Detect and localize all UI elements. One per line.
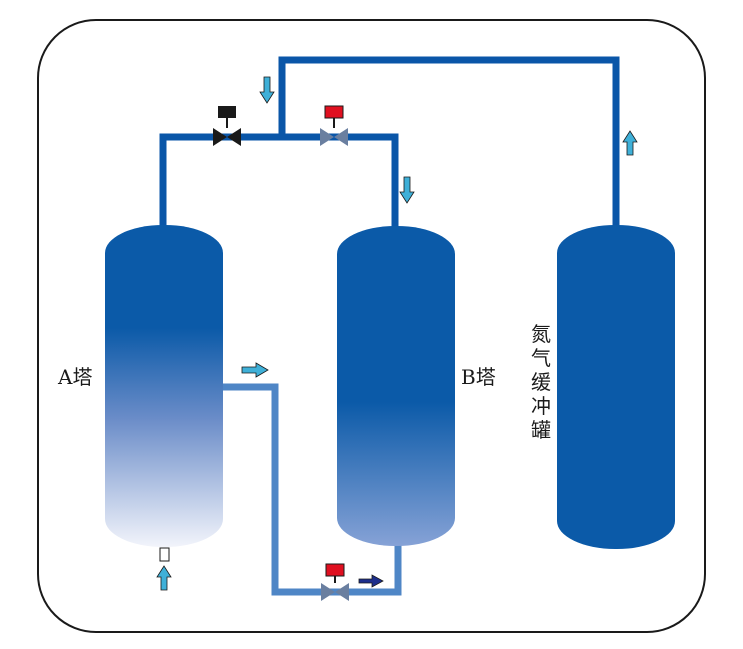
buffer-tank-vessel [557, 225, 675, 549]
buffer-tank-label: 氮气缓冲罐 [531, 322, 551, 442]
buffer-feed-pipe [278, 56, 620, 233]
flow-arrow-icon [241, 362, 269, 378]
flow-arrow-icon [259, 76, 275, 104]
flow-arrows [156, 76, 638, 591]
regeneration-pipe [222, 383, 402, 596]
flow-arrow-icon [622, 130, 638, 156]
three-way-valve-icon [213, 106, 241, 146]
pipes-upper [159, 56, 620, 233]
flow-arrow-icon [358, 574, 384, 588]
three-way-valve-icon [320, 105, 348, 146]
three-way-valve-icon [321, 563, 349, 601]
pipes-lower [222, 383, 402, 596]
tower-b-label: B塔 [461, 365, 496, 389]
flow-arrow-icon [156, 565, 172, 591]
tower-a-vessel [105, 225, 223, 547]
tower-a-label: A塔 [58, 365, 93, 389]
inlet-nozzle [159, 547, 170, 562]
tower-b-vessel [337, 226, 455, 546]
flow-arrow-icon [399, 176, 415, 204]
